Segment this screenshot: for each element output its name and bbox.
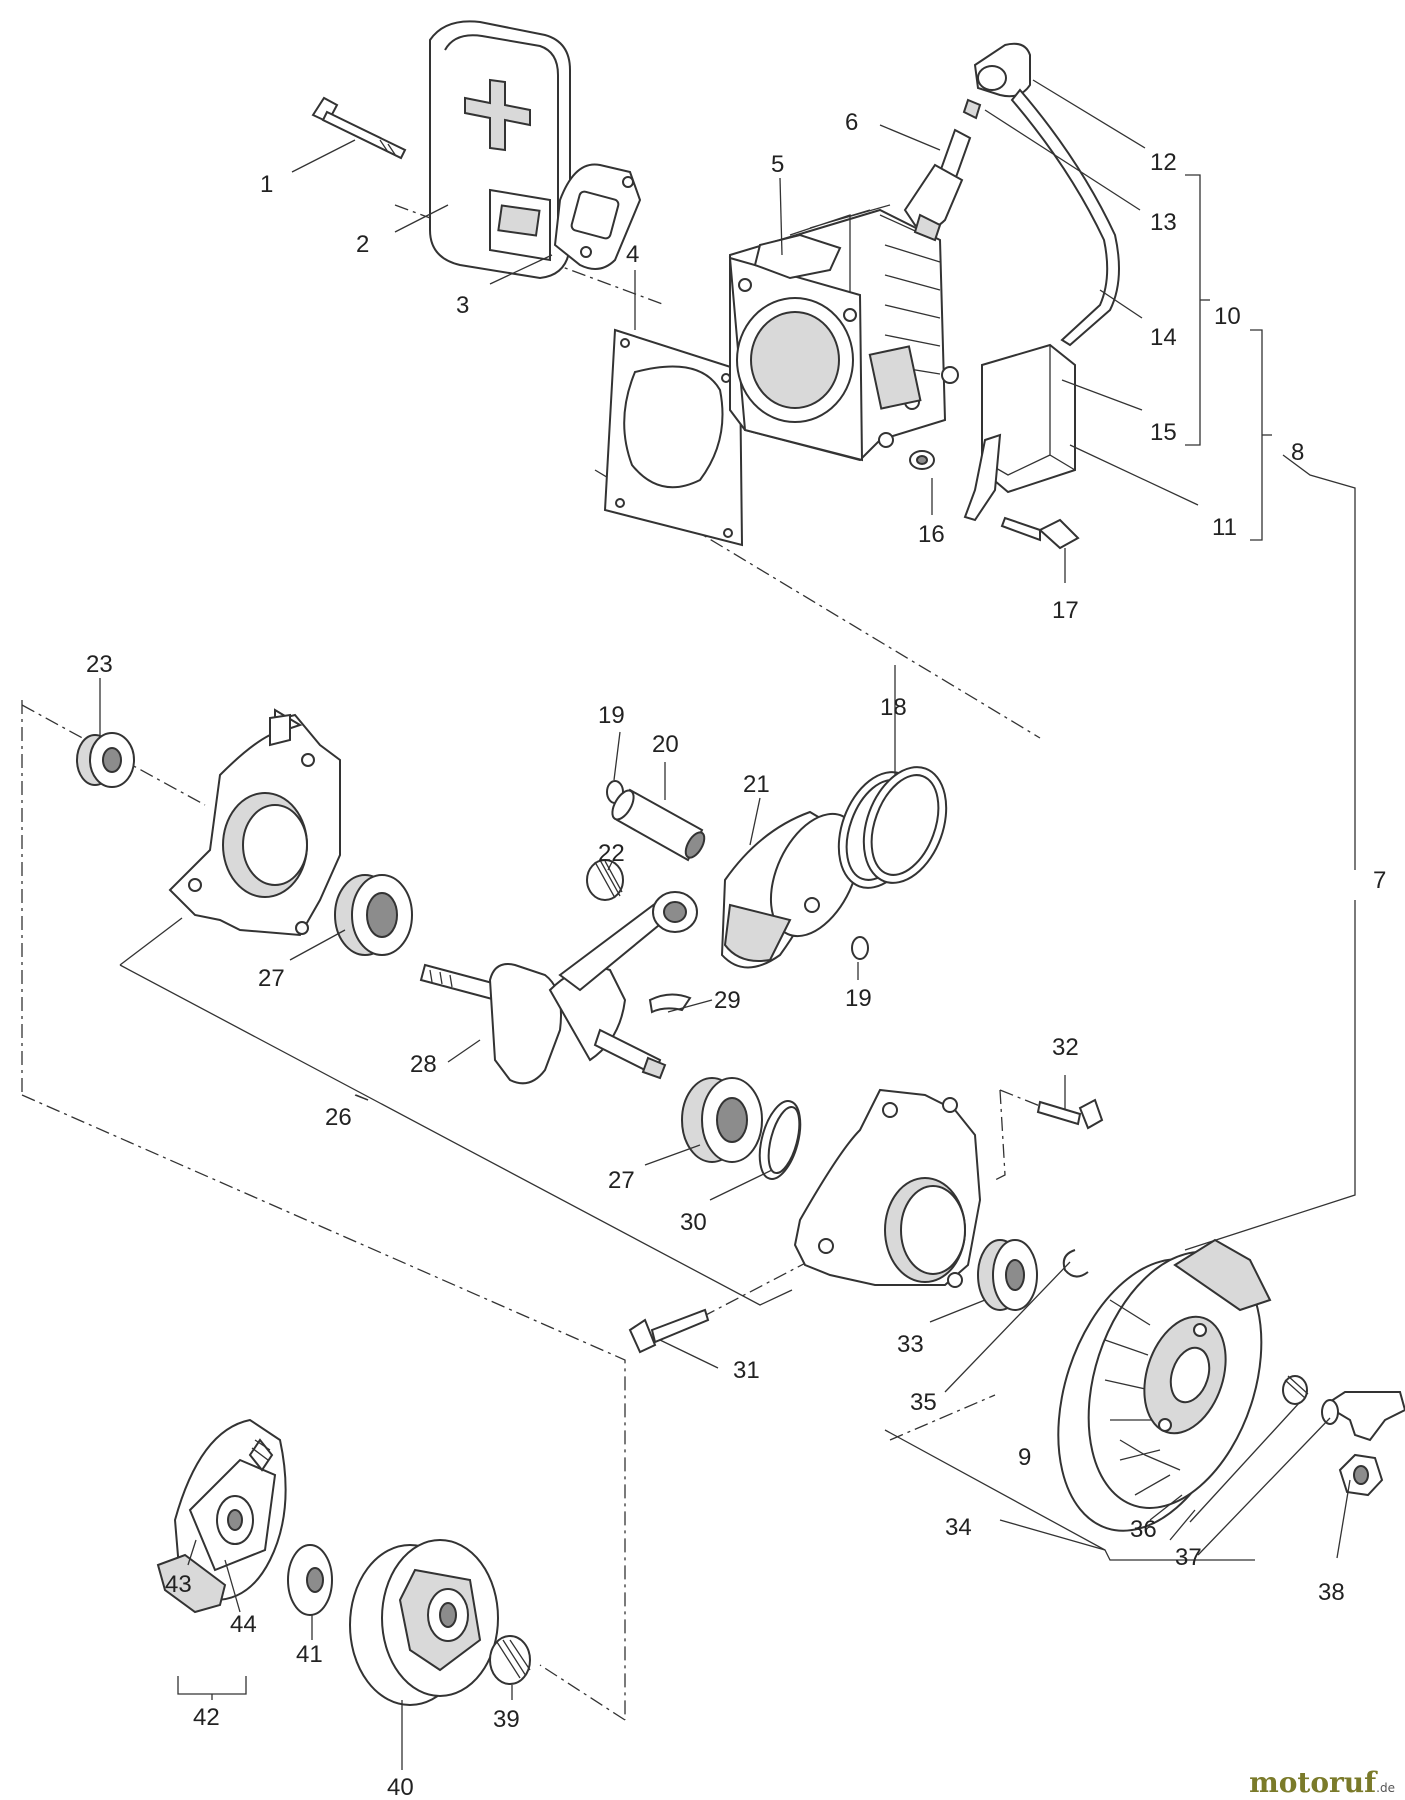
label-8: 8 [1291,439,1304,466]
label-21: 21 [743,771,770,798]
part-clutch-drum-40 [349,1539,499,1706]
label-34: 34 [945,1514,972,1541]
part-oil-seal-23 [76,732,135,788]
label-5: 5 [771,151,784,178]
label-44: 44 [230,1611,257,1638]
label-19: 19 [598,702,625,729]
part-bearing-27-lower [681,1077,763,1163]
part-spark-plug-6 [903,128,972,242]
leader-lines [99,79,1356,1770]
part-piston-21 [720,810,861,969]
part-crankshaft-28 [419,891,698,1085]
part-bolt-1 [311,96,407,160]
part-gasket-3 [553,163,642,270]
label-41: 41 [296,1641,323,1668]
part-bolt-31 [628,1308,710,1354]
label-12: 12 [1150,149,1177,176]
label-3: 3 [456,292,469,319]
part-cylinder-5 [728,204,959,462]
part-gasket-4 [603,328,744,547]
watermark-tld: .de [1376,1781,1395,1795]
part-ignition-coil-11 [962,42,1120,522]
part-circlip-30 [758,1100,802,1180]
label-15: 15 [1150,419,1177,446]
label-29: 29 [714,987,741,1014]
label-40: 40 [387,1774,414,1800]
label-7: 7 [1373,867,1386,894]
label-36: 36 [1130,1516,1157,1543]
label-42: 42 [193,1704,220,1731]
part-labels: 1 2 3 4 5 6 7 8 9 10 11 12 13 14 15 16 1… [86,109,1386,1800]
part-needle-bearing-22 [586,859,624,901]
part-muffler-2 [429,20,571,280]
part-crankcase-left [168,708,341,937]
svg-text:motoruf.de: motoruf.de [1249,1766,1395,1799]
part-spring-36 [1282,1375,1309,1405]
label-4: 4 [626,241,639,268]
label-10: 10 [1214,303,1241,330]
part-nut-16 [909,450,935,470]
label-35: 35 [910,1389,937,1416]
part-circlip-19-b [851,936,869,960]
part-key-29 [648,993,692,1014]
label-38: 38 [1318,1579,1345,1606]
part-flywheel-9 [1057,1238,1272,1541]
part-crankcase-right [793,1088,982,1288]
label-20: 20 [652,731,679,758]
label-16: 16 [918,521,945,548]
watermark-brand: motoruf [1249,1766,1378,1799]
label-27a: 27 [258,965,285,992]
part-piston-rings-18 [837,766,948,889]
part-washer-41 [287,1544,333,1616]
label-19b: 19 [845,985,872,1012]
watermark-logo: motoruf.de [1249,1766,1395,1799]
part-bolt-32 [1036,1098,1104,1130]
part-piston-pin-20 [611,788,706,862]
part-nut-38 [1338,1453,1384,1497]
label-1: 1 [260,171,273,198]
label-33: 33 [897,1331,924,1358]
part-clutch-42 [156,1418,287,1614]
part-clip-35 [1062,1249,1089,1278]
label-27b: 27 [608,1167,635,1194]
label-22: 22 [598,840,625,867]
label-43: 43 [165,1571,192,1598]
part-bearing-27-upper [334,874,413,956]
label-26: 26 [325,1104,352,1131]
part-needle-bearing-39 [489,1635,531,1685]
label-39: 39 [493,1706,520,1733]
label-13: 13 [1150,209,1177,236]
label-37: 37 [1175,1544,1202,1571]
label-30: 30 [680,1209,707,1236]
part-bolt-17 [1000,516,1080,550]
label-28: 28 [410,1051,437,1078]
label-2: 2 [356,231,369,258]
label-17: 17 [1052,597,1079,624]
label-32: 32 [1052,1034,1079,1061]
label-11: 11 [1212,514,1237,541]
part-pawl-37 [1321,1391,1405,1442]
label-23: 23 [86,651,113,678]
assembly-brackets [119,174,1272,1700]
part-oil-seal-33 [977,1239,1038,1311]
label-31: 31 [733,1357,760,1384]
label-14: 14 [1150,324,1177,351]
label-6: 6 [845,109,858,136]
label-18: 18 [880,694,907,721]
label-9: 9 [1018,1444,1031,1471]
